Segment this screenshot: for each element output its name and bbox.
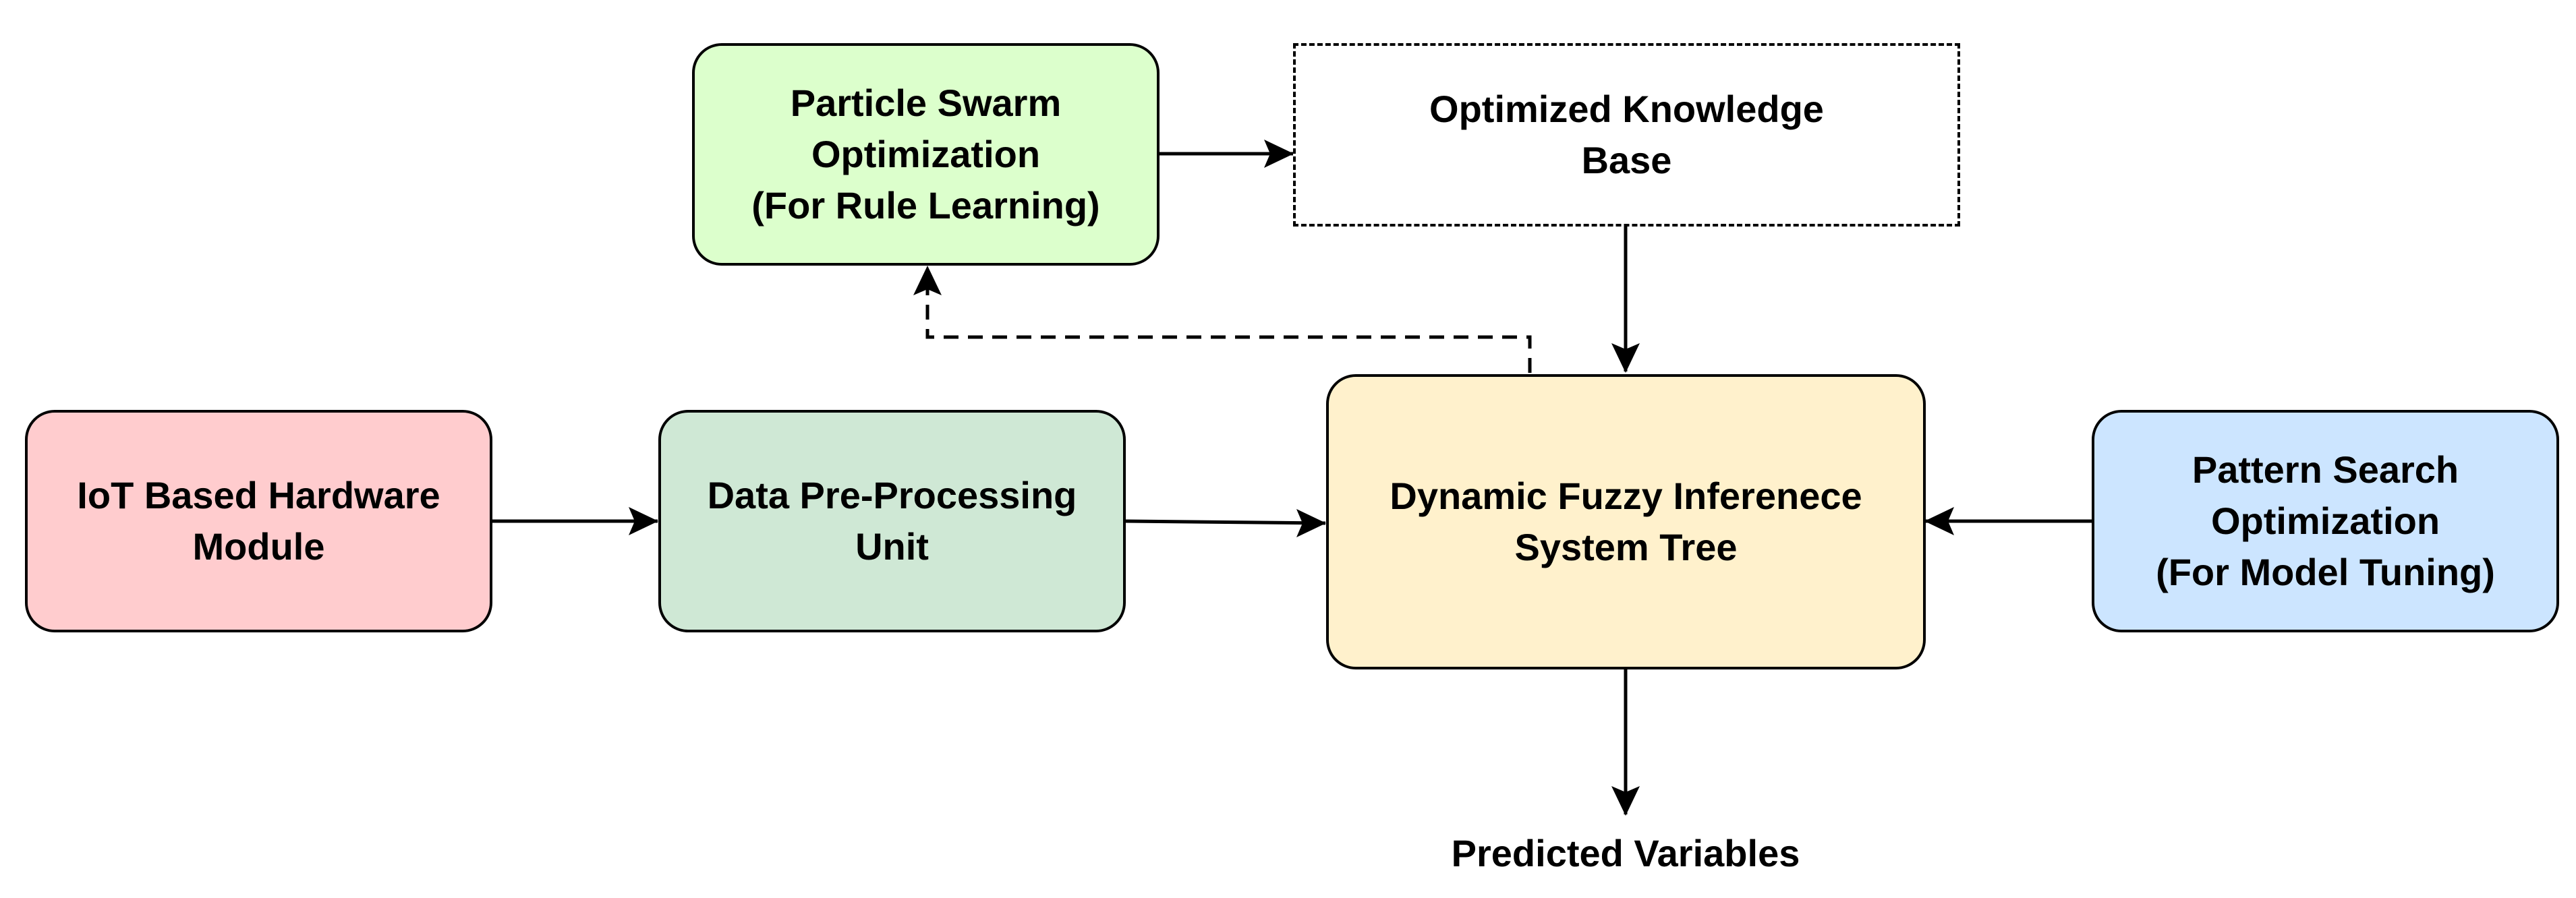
output-label-predicted-variables: Predicted Variables [1451,832,1800,874]
node-pso-line-2: Optimization [811,133,1041,175]
node-data-preprocessing-unit: Data Pre-Processing Unit [658,410,1126,632]
node-fis-line-2: System Tree [1514,526,1738,568]
arrowhead-pattern-search-to-fis [1924,507,1954,535]
node-knowledge-base-line-2: Base [1581,139,1672,181]
arrowhead-knowledge-base-to-fis [1611,343,1640,373]
arrow-preprocessing-to-fis [1125,519,1326,525]
arrowhead-preprocessing-to-fis [1296,509,1326,537]
arrowhead-iot-to-preprocessing [629,507,658,535]
node-pso-line-3: (For Rule Learning) [751,184,1100,227]
node-particle-swarm-optimization: Particle Swarm Optimization (For Rule Le… [692,43,1160,266]
arrow-fis-feedback-to-pso [925,270,1532,373]
node-pattern-search-optimization: Pattern Search Optimization (For Model T… [2092,410,2559,632]
node-optimized-knowledge-base: Optimized Knowledge Base [1293,43,1960,227]
node-knowledge-base-line-1: Optimized Knowledge [1429,88,1824,130]
node-dynamic-fuzzy-inference-system-tree: Dynamic Fuzzy Inferenece System Tree [1326,374,1926,669]
node-pattern-search-line-1: Pattern Search [2192,448,2459,491]
node-pso-line-1: Particle Swarm [790,82,1062,124]
node-pattern-search-line-3: (For Model Tuning) [2156,551,2495,593]
node-iot-line-2: Module [192,525,325,568]
node-iot-hardware-module: IoT Based Hardware Module [25,410,492,632]
arrowhead-pso-to-knowledge-base [1264,140,1294,168]
node-preprocessing-line-1: Data Pre-Processing [707,474,1077,516]
arrowhead-fis-feedback-to-pso [913,266,942,295]
node-pattern-search-line-2: Optimization [2210,500,2440,542]
node-preprocessing-line-2: Unit [855,525,929,568]
node-iot-line-1: IoT Based Hardware [77,474,440,516]
node-fis-line-1: Dynamic Fuzzy Inferenece [1390,475,1862,517]
arrowhead-fis-to-output [1611,786,1640,816]
